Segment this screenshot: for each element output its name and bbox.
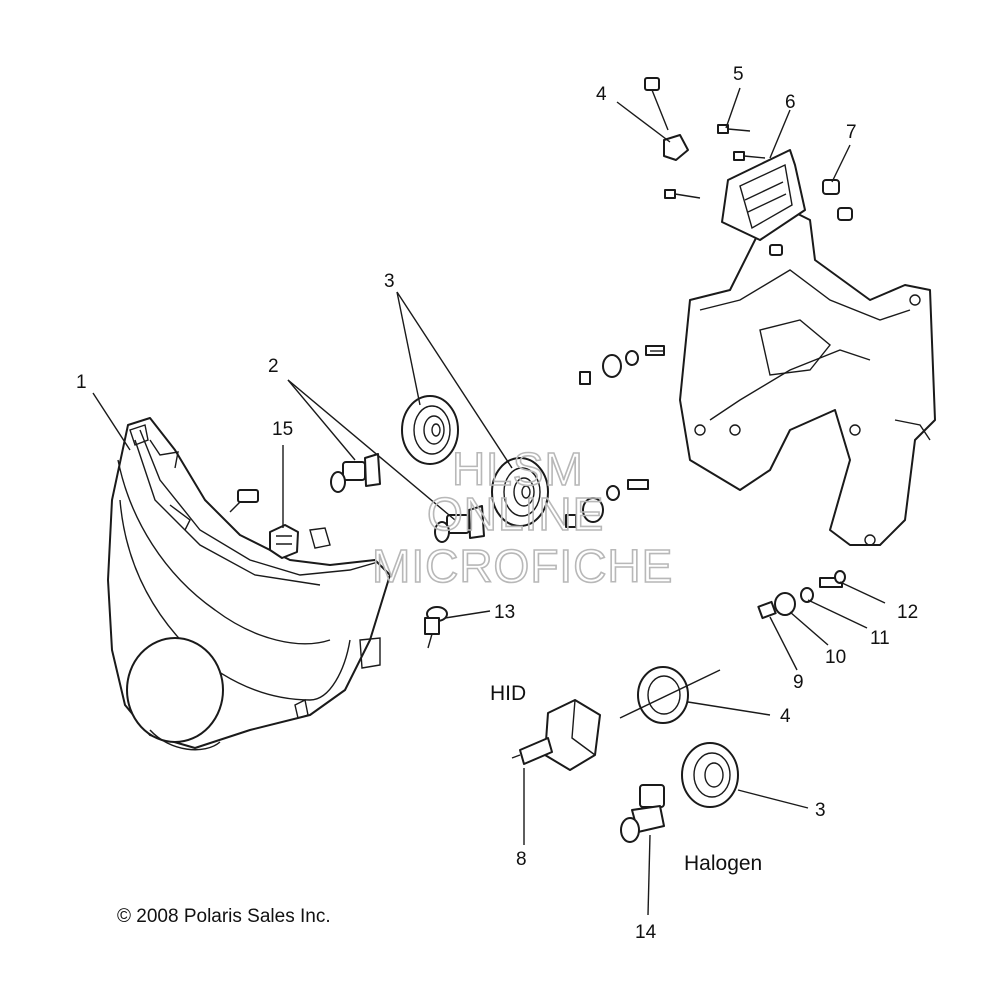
dust-boot-3b bbox=[491, 457, 549, 527]
fasteners-mid-row bbox=[565, 479, 649, 528]
halogen-boot-3 bbox=[681, 742, 739, 808]
section-label-hid: HID bbox=[490, 682, 526, 705]
callout-4-upper: 4 bbox=[596, 84, 607, 105]
callout-9: 9 bbox=[793, 672, 804, 693]
spacers-7 bbox=[769, 179, 853, 256]
screw-13 bbox=[424, 606, 448, 649]
callout-15: 15 bbox=[272, 419, 293, 440]
section-label-halogen: Halogen bbox=[684, 852, 762, 875]
watermark-line-3: MICROFICHE bbox=[372, 540, 673, 592]
callout-3-upper: 3 bbox=[384, 271, 395, 292]
callout-3-halogen: 3 bbox=[815, 800, 826, 821]
bulb-2b bbox=[434, 505, 485, 543]
watermark-line-1: HLSM bbox=[452, 443, 584, 495]
ballast-module-6 bbox=[721, 149, 806, 241]
callout-13: 13 bbox=[494, 602, 515, 623]
callout-12: 12 bbox=[897, 602, 918, 623]
callout-1: 1 bbox=[76, 372, 87, 393]
hid-boot-4 bbox=[619, 666, 721, 724]
mounting-bracket bbox=[679, 209, 936, 546]
screw-top bbox=[229, 489, 259, 513]
copyright-notice: © 2008 Polaris Sales Inc. bbox=[117, 906, 331, 927]
fasteners-upper-row bbox=[579, 345, 665, 385]
callout-4-hid: 4 bbox=[780, 706, 791, 727]
adjuster-15 bbox=[269, 524, 299, 559]
halogen-bulb-14 bbox=[620, 784, 665, 843]
callout-6: 6 bbox=[785, 92, 796, 113]
callout-8: 8 bbox=[516, 849, 527, 870]
callout-14: 14 bbox=[635, 922, 657, 943]
fasteners-right-row bbox=[757, 570, 846, 620]
callout-11: 11 bbox=[870, 628, 890, 649]
callout-10: 10 bbox=[825, 647, 846, 668]
callout-labels: 1 2 3 4 5 6 7 15 13 12 11 10 9 4 3 8 14 bbox=[76, 64, 918, 943]
screws-5 bbox=[664, 124, 766, 199]
dust-boot-3a bbox=[401, 395, 459, 465]
watermark: HLSM ONLINE MICROFICHE bbox=[371, 442, 673, 593]
connector-4-top bbox=[644, 77, 689, 161]
leader-lines bbox=[92, 87, 886, 916]
headlight-housing bbox=[107, 417, 391, 751]
callout-5: 5 bbox=[733, 64, 744, 85]
bulb-2a bbox=[330, 453, 381, 493]
callout-7: 7 bbox=[846, 122, 857, 143]
callout-2: 2 bbox=[268, 356, 279, 377]
watermark-line-2: ONLINE bbox=[427, 488, 604, 540]
hid-ballast-8 bbox=[511, 699, 601, 771]
